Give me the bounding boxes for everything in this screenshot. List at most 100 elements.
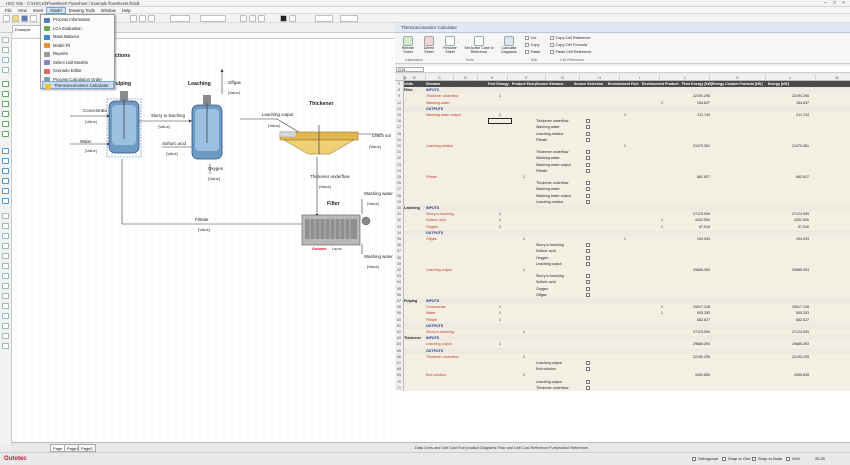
row-number[interactable]: 15	[395, 112, 404, 119]
cell-k[interactable]: 682.627	[796, 175, 809, 179]
page-tab-page2[interactable]: Page2	[78, 444, 96, 452]
cell-k[interactable]: 22190.295	[792, 94, 809, 99]
stream-tool-icon[interactable]	[2, 67, 9, 73]
column-header-J[interactable]: J	[660, 75, 710, 81]
cell-e[interactable]: Leaching output	[536, 361, 562, 365]
source-selection-checkbox[interactable]	[586, 367, 590, 372]
grid-toggle[interactable]: Grid	[786, 456, 800, 461]
cell-i[interactable]: 25917.128	[693, 305, 710, 310]
cell-b[interactable]: Offgas	[426, 237, 437, 241]
line-tool-icon[interactable]	[2, 57, 9, 63]
cell-b[interactable]: OUTPUTS	[426, 106, 444, 111]
cell-b[interactable]: OUTPUTS	[426, 230, 444, 235]
cell-i[interactable]: 22190.295	[693, 94, 710, 99]
italic-icon[interactable]	[249, 15, 256, 22]
cell-d[interactable]: 1	[523, 268, 525, 272]
cell-b[interactable]: OUTPUTS	[426, 323, 444, 328]
cell-h[interactable]: 1	[661, 218, 663, 223]
tower-shape-icon[interactable]	[2, 273, 9, 279]
screen-shape-icon[interactable]	[2, 178, 9, 184]
cell-e[interactable]: Washing water	[536, 156, 560, 161]
stream-label-leach-sol[interactable]: Leach sol	[372, 133, 391, 138]
align-left-icon[interactable]	[130, 15, 137, 22]
row-number[interactable]: 69	[395, 372, 404, 379]
cell-d[interactable]: 1	[523, 354, 525, 359]
cell-k[interactable]: 22190.295	[792, 354, 809, 359]
cell-e[interactable]: Thickener underflow	[536, 150, 569, 155]
menu-item-model-fit[interactable]: Model Fit	[42, 42, 114, 50]
row-number[interactable]: 55	[395, 285, 404, 292]
cell-e[interactable]: Thickener underflow	[536, 181, 569, 186]
copy-button[interactable]: Copy	[525, 43, 539, 47]
cell-g[interactable]: 1	[624, 237, 626, 241]
cell-e[interactable]: Slurry to leaching	[536, 274, 564, 279]
cell-k[interactable]: 29685.393	[792, 268, 809, 272]
menu-window[interactable]: Window	[100, 7, 116, 13]
cell-h[interactable]: 1	[661, 305, 663, 310]
row-number[interactable]: 60	[395, 316, 404, 323]
cell-c[interactable]: 1	[499, 305, 501, 310]
row-number[interactable]: 56	[395, 291, 404, 298]
underline-icon[interactable]	[258, 15, 265, 22]
align-center-icon[interactable]	[139, 15, 146, 22]
source-selection-checkbox[interactable]	[586, 162, 590, 167]
row-number[interactable]: 34	[395, 229, 404, 236]
cell-b[interactable]: Washing water	[426, 100, 450, 105]
cell-c[interactable]: 1	[499, 317, 501, 322]
cell-i[interactable]: 27123.009	[693, 212, 710, 217]
row-number[interactable]: 26	[395, 180, 404, 187]
cell-i[interactable]: Flow Energy [kW]	[682, 82, 712, 86]
source-selection-checkbox[interactable]	[586, 137, 590, 142]
cell-e[interactable]: Slurry to leaching	[536, 243, 564, 248]
cell-i[interactable]: 27123.009	[693, 330, 710, 334]
cell-e[interactable]: Offgas	[536, 292, 547, 297]
row-number[interactable]: 19	[395, 136, 404, 143]
cell-i[interactable]: 22190.295	[693, 354, 710, 359]
kiln-shape-icon[interactable]	[2, 343, 9, 349]
bold-icon[interactable]	[240, 15, 247, 22]
cell-b[interactable]: Sulfuric acid	[426, 218, 446, 223]
refresh-sheet-button[interactable]: Refresh Sheet	[399, 36, 417, 55]
menu-help[interactable]: Help	[121, 7, 131, 13]
copy-cell-formula-button[interactable]: Copy Cell Formula	[550, 43, 587, 47]
source-selection-checkbox[interactable]	[586, 150, 590, 155]
cell-c[interactable]: 1	[499, 342, 501, 347]
cell-e[interactable]: Thickener underflow	[536, 385, 569, 390]
cell-e[interactable]: Oxygen	[536, 286, 549, 291]
cell-i[interactable]: 4342.500	[695, 218, 710, 223]
flowsheet-canvas[interactable]: actions Pulping Leaching Thickener Filte…	[12, 39, 395, 442]
cell-e[interactable]: Thickener underflow	[536, 119, 569, 124]
row-number[interactable]: 16	[395, 118, 404, 125]
cut-button[interactable]: Cut	[525, 36, 536, 40]
row-number[interactable]: 32	[395, 217, 404, 224]
font-family-select[interactable]	[200, 15, 226, 22]
cell-h[interactable]: 1	[661, 311, 663, 316]
cell-i[interactable]: 682.627	[697, 175, 710, 179]
row-number[interactable]: 28	[395, 192, 404, 199]
cell-a[interactable]: Leaching	[404, 206, 420, 210]
font-size-select[interactable]	[170, 15, 190, 22]
cell-i[interactable]: 3490.695	[695, 373, 710, 378]
furnace-shape-icon[interactable]	[2, 253, 9, 259]
cell-k[interactable]: 682.627	[796, 317, 809, 322]
align-right-icon[interactable]	[148, 15, 155, 22]
column-header-C[interactable]: C	[426, 75, 454, 81]
row-number[interactable]: 65	[395, 347, 404, 354]
cell-c[interactable]: Fuel Energy	[488, 82, 509, 86]
reactor-shape-icon[interactable]	[2, 91, 9, 97]
vessel-shape-icon[interactable]	[2, 283, 9, 289]
zoom-select[interactable]	[340, 15, 358, 22]
row-number[interactable]: 37	[395, 248, 404, 255]
cell-i[interactable]: 211.744	[697, 113, 710, 117]
cell-d[interactable]: 1	[523, 373, 525, 378]
row-number[interactable]: 58	[395, 304, 404, 311]
select-all-corner[interactable]	[395, 75, 404, 81]
cell-d[interactable]: Product Energy	[512, 82, 536, 86]
stream-label-offgas[interactable]: Offgas	[228, 80, 241, 85]
cell-d[interactable]: 1	[523, 175, 525, 179]
cell-b[interactable]: Streams	[426, 82, 441, 86]
menu-model[interactable]: Model	[46, 6, 66, 14]
column-header-M[interactable]: M	[816, 75, 850, 81]
name-box[interactable]: G19	[396, 67, 424, 72]
stream-label-filtrate[interactable]: Filtrate	[195, 217, 209, 222]
